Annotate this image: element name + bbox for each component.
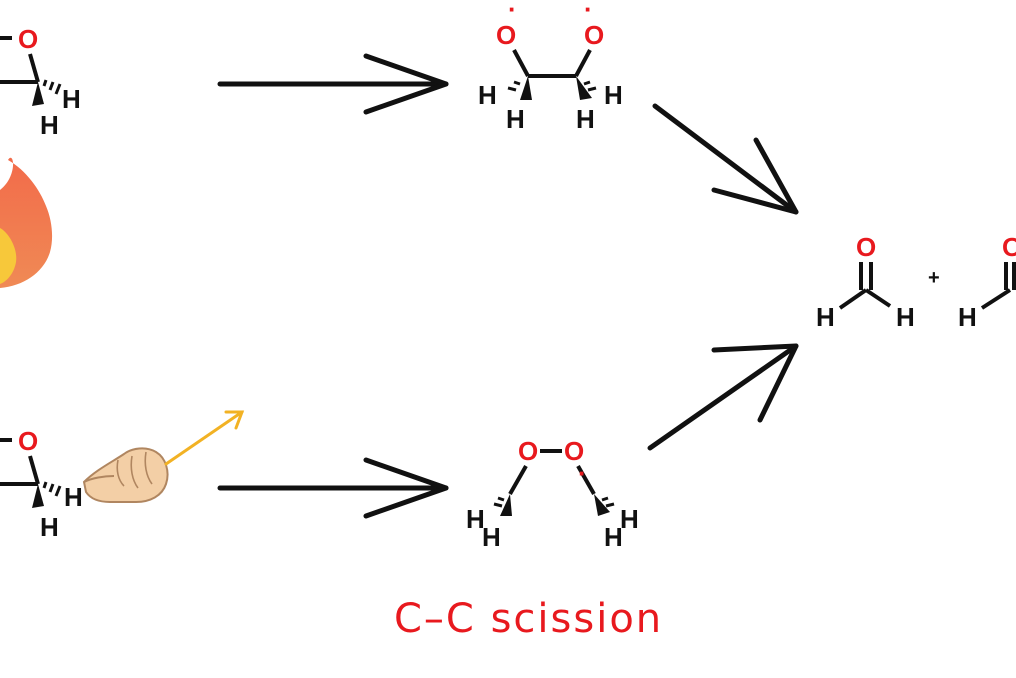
atom-hydrogen: H <box>620 504 639 534</box>
atom-hydrogen: H <box>62 84 81 114</box>
arrow-top <box>217 53 449 115</box>
atom-hydrogen: H <box>64 482 83 512</box>
wedge-bond <box>32 82 44 106</box>
atom-hydrogen: H <box>896 302 915 332</box>
hash-bond <box>493 496 615 508</box>
radical-dot: · <box>508 0 517 24</box>
atom-hydrogen: H <box>478 80 497 110</box>
atom-hydrogen: H <box>958 302 977 332</box>
hash-bond <box>42 481 62 497</box>
atom-oxygen: O <box>584 20 604 50</box>
atom-hydrogen: H <box>40 110 59 140</box>
atom-hydrogen: H <box>604 80 623 110</box>
wedge-bond <box>594 494 610 516</box>
atom-hydrogen: H <box>482 522 501 552</box>
radical-dot: · <box>578 458 587 488</box>
hash-bond <box>42 79 62 95</box>
atom-oxygen: O <box>564 436 584 466</box>
wedge-bond <box>576 76 592 100</box>
reactant-bottom: O H H <box>0 426 83 542</box>
atom-hydrogen: H <box>506 104 525 134</box>
product-formaldehyde-1: O H H <box>816 232 915 332</box>
hash-bond <box>507 80 597 92</box>
wedge-bond <box>500 494 512 516</box>
product-formaldehyde-2: O H <box>958 232 1016 332</box>
atom-hydrogen: H <box>816 302 835 332</box>
atom-hydrogen: H <box>576 104 595 134</box>
atom-oxygen: O <box>496 20 516 50</box>
arrow-top-to-products <box>652 103 799 215</box>
plus-sign: + <box>928 267 940 289</box>
atom-oxygen: O <box>18 426 38 456</box>
intermediate-peroxide: O O · H H H H <box>466 436 639 552</box>
atom-oxygen: O <box>856 232 876 262</box>
atom-hydrogen: H <box>40 512 59 542</box>
pointing-hand-icon <box>82 447 169 503</box>
arrow-bottom <box>217 457 449 519</box>
intermediate-diradical: O O · · H H H H <box>478 0 623 134</box>
atom-hydrogen: H <box>604 522 623 552</box>
atom-hydrogen: H <box>466 504 485 534</box>
atom-oxygen: O <box>18 24 38 54</box>
reactant-top: O H H <box>0 24 81 140</box>
arrow-bottom-to-products <box>647 343 799 451</box>
wedge-bond <box>520 76 532 100</box>
atom-oxygen: O <box>1002 232 1016 262</box>
fire-icon <box>0 157 53 288</box>
atom-oxygen: O <box>518 436 538 466</box>
wedge-bond <box>32 484 44 508</box>
caption-cc-scission: C–C scission <box>394 596 663 642</box>
pull-arrow <box>164 410 245 466</box>
radical-dot: · <box>584 0 593 24</box>
